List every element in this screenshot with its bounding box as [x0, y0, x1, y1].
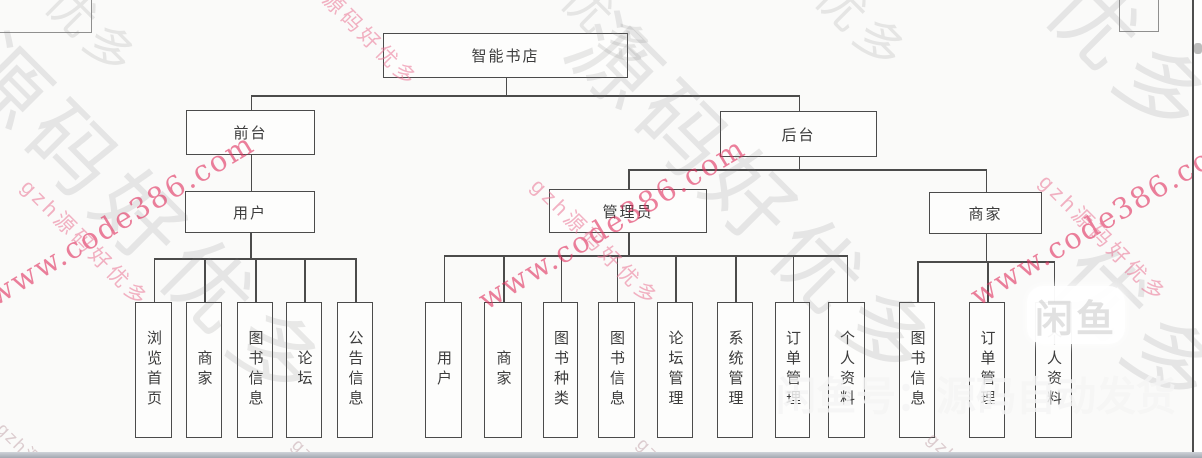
connector-line	[204, 258, 206, 302]
connector-line	[153, 258, 355, 260]
node-a3: 图书种类	[543, 302, 578, 438]
connector-line	[735, 255, 737, 302]
node-label: 订单管理	[784, 330, 801, 410]
connector-line	[616, 255, 618, 302]
node-seller: 商家	[929, 192, 1042, 234]
node-label: 智能书店	[471, 48, 540, 65]
connector-line	[1053, 261, 1055, 302]
node-label: 用户	[435, 350, 452, 390]
node-label: 后台	[781, 126, 816, 144]
node-u4: 论坛	[286, 302, 322, 438]
node-label: 系统管理	[726, 330, 744, 410]
xianyu-logo-text: 闲鱼	[1034, 298, 1117, 341]
connector-line	[628, 169, 986, 171]
page-right-border	[1192, 0, 1194, 452]
watermark-gray-fragment: 优多	[804, 0, 919, 84]
xianyu-caption: 闲鱼号：源码自动发货	[776, 375, 1176, 419]
connector-line	[985, 234, 987, 261]
node-u1: 浏览首页	[135, 302, 172, 438]
node-a1: 用户	[425, 302, 462, 438]
node-a5: 论坛管理	[657, 302, 693, 438]
node-label: 商家	[195, 350, 213, 390]
connector-line	[628, 233, 630, 255]
node-a8: 个人资料	[828, 302, 865, 438]
connector-line	[505, 78, 507, 96]
connector-line	[917, 261, 919, 302]
node-label: 商家	[968, 205, 1003, 223]
connector-line	[798, 95, 800, 111]
scrollbar-thumb[interactable]	[1194, 43, 1202, 54]
clipped-box-top-left	[0, 0, 92, 33]
node-label: 个人资料	[838, 330, 855, 410]
node-a6: 系统管理	[717, 302, 753, 438]
node-back: 后台	[720, 111, 877, 157]
node-u3: 图书信息	[237, 302, 273, 438]
connector-line	[250, 95, 799, 97]
connector-line	[846, 255, 848, 302]
connector-line	[304, 258, 306, 302]
connector-line	[675, 255, 677, 302]
watermark-handle: gzh源码好优多	[16, 175, 154, 313]
node-front: 前台	[186, 110, 315, 155]
connector-line	[355, 258, 357, 302]
connector-line	[255, 258, 257, 302]
connector-line	[503, 255, 505, 302]
xianyu-logo: 闲鱼	[1027, 286, 1125, 344]
node-label: 个人资料	[1045, 330, 1062, 410]
connector-line	[792, 255, 794, 302]
window-bottom-edge	[0, 452, 1202, 458]
connector-line	[443, 255, 847, 257]
node-label: 图书种类	[552, 330, 569, 410]
node-label: 公告信息	[346, 330, 364, 410]
connector-line	[917, 261, 1054, 263]
node-u2: 商家	[186, 302, 222, 438]
node-label: 前台	[233, 125, 268, 142]
node-user: 用户	[185, 191, 315, 233]
connector-line	[798, 157, 800, 169]
node-u5: 公告信息	[337, 302, 373, 438]
connector-line	[153, 258, 155, 302]
node-a2: 商家	[484, 302, 522, 438]
node-label: 图书信息	[246, 330, 264, 410]
node-label: 论坛	[295, 350, 313, 390]
node-admin: 管理员	[549, 189, 707, 233]
connector-line	[250, 155, 252, 191]
connector-line	[443, 255, 445, 302]
node-label: 商家	[494, 350, 512, 390]
node-root: 智能书店	[383, 33, 628, 78]
node-label: 论坛管理	[666, 330, 684, 410]
node-label: 用户	[232, 204, 267, 222]
node-label: 图书信息	[608, 330, 625, 410]
connector-line	[560, 255, 562, 302]
node-s2: 订单管理	[969, 302, 1005, 438]
node-a4: 图书信息	[598, 302, 635, 438]
connector-line	[250, 95, 252, 110]
watermark-gray-fragment: 优多	[1027, 0, 1202, 162]
node-label: 图书信息	[908, 330, 926, 410]
node-label: 订单管理	[978, 330, 996, 410]
node-a7: 订单管理	[775, 302, 810, 438]
connector-line	[987, 261, 989, 302]
connector-line	[985, 169, 987, 192]
node-label: 管理员	[602, 203, 654, 221]
node-s1: 图书信息	[899, 302, 935, 438]
clipped-box-top-right	[1119, 0, 1159, 32]
node-label: 浏览首页	[145, 330, 162, 410]
connector-line	[628, 169, 630, 189]
connector-line	[250, 233, 252, 258]
